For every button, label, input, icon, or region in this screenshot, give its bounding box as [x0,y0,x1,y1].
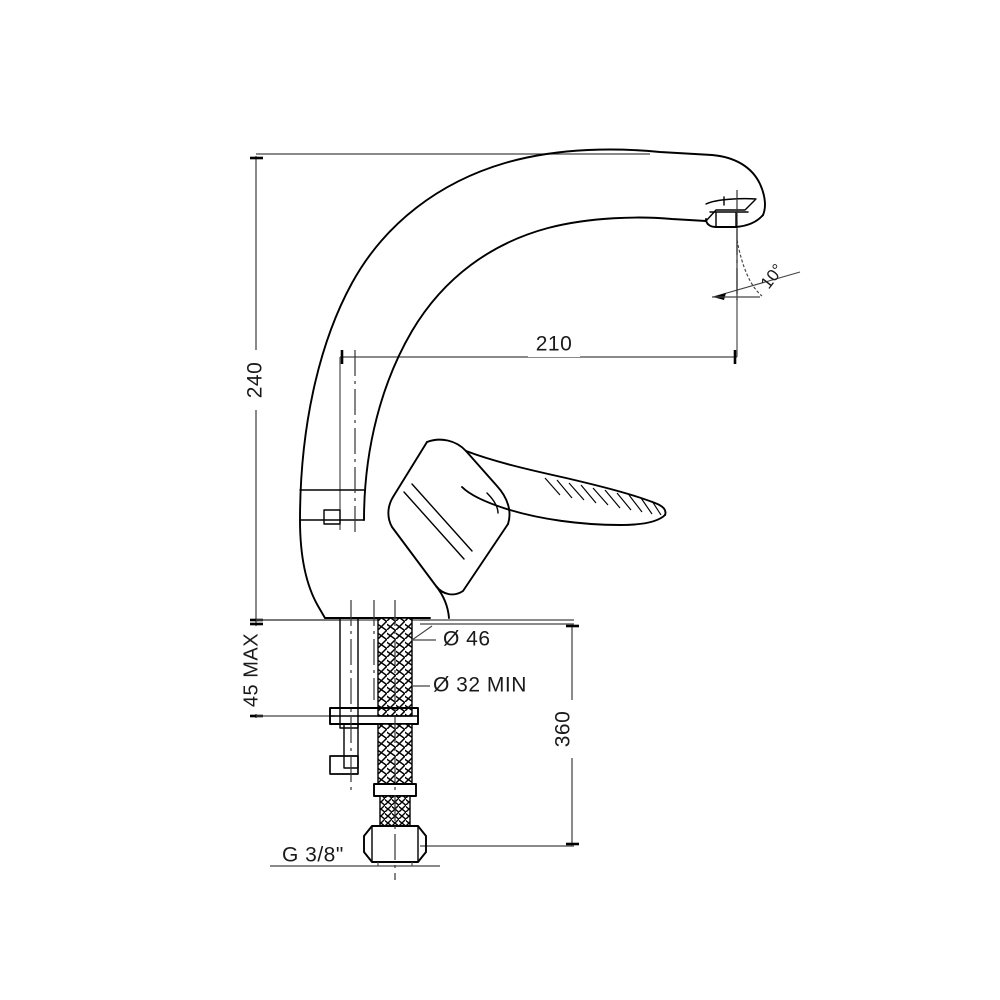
handle-grip-ribs [544,477,662,516]
dimension-label-thread-size: G 3/8" [282,844,344,867]
hex-fitting [363,825,427,863]
dimension-spout-reach: 210 [339,215,738,530]
lever-handle [387,438,667,596]
dimension-label-body-diameter: Ø 46 [443,628,491,651]
dimension-label-hose-length: 360 [552,711,575,748]
dimension-spout-height: 240 [236,153,650,622]
dimension-label-outlet-angle: 10° [757,260,788,292]
dimension-label-hole-diameter: Ø 32 MIN [433,674,527,697]
threaded-shank [329,600,427,880]
dimension-label-spout-height: 240 [244,362,267,399]
body [299,489,450,619]
dimension-label-deck-thickness: 45 MAX [240,633,262,707]
aerator [712,190,760,300]
dimension-hose-length: 360 [420,623,579,847]
dimension-label-spout-reach: 210 [536,333,573,356]
spout [299,148,766,521]
dimension-deck-thickness: 45 MAX [236,622,335,718]
leader-hole-diameter: Ø 32 MIN [412,674,527,697]
leader-body-diameter: Ø 46 [411,625,491,651]
leader-thread-size: G 3/8" [270,844,440,867]
